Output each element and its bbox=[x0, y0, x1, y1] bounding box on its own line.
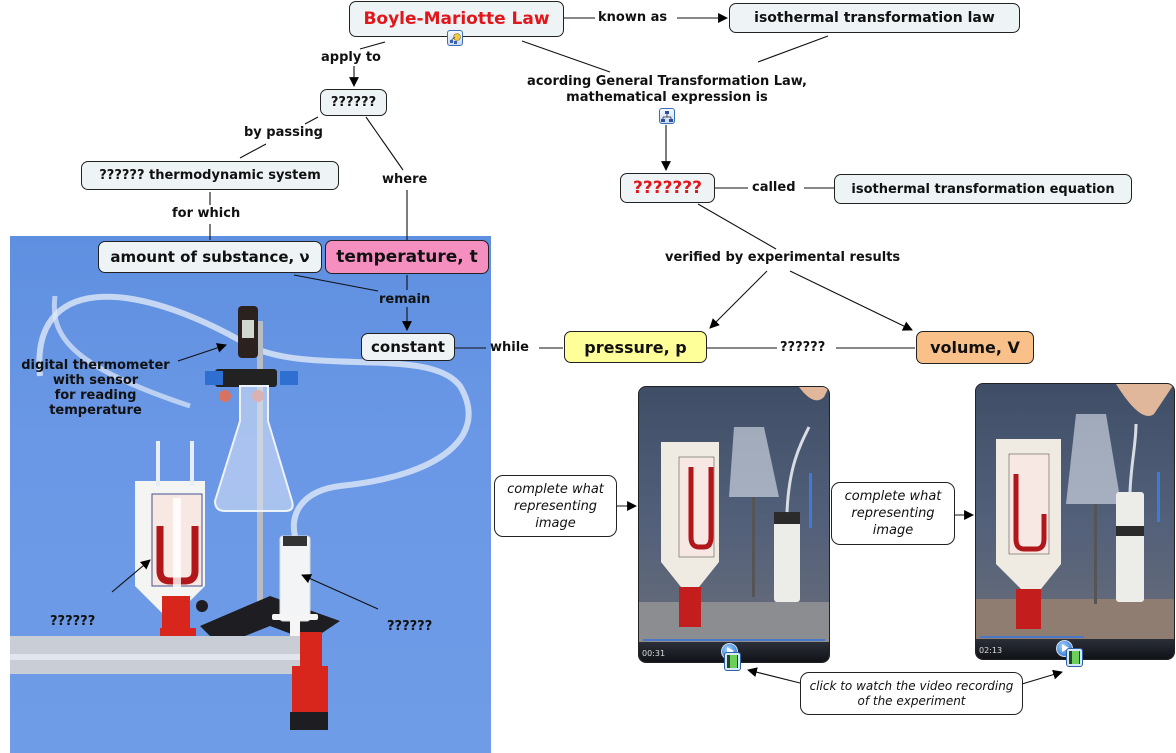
node-label: amount of substance, ν bbox=[110, 248, 310, 266]
note-line: of the experiment bbox=[857, 693, 966, 708]
node-label: volume, V bbox=[930, 338, 1020, 357]
thermometer-annotation: digital thermometer with sensor for read… bbox=[8, 358, 183, 418]
link-known-as: known as bbox=[598, 10, 668, 25]
video-time: 02:13 bbox=[979, 646, 1003, 655]
note-line: complete what bbox=[507, 481, 604, 497]
manometer-unknown-label: ?????? bbox=[50, 614, 96, 629]
node-temperature[interactable]: temperature, t bbox=[325, 240, 489, 274]
link-unknown-relation: ?????? bbox=[780, 340, 826, 355]
note-line: representing bbox=[513, 498, 598, 514]
note-line: complete what bbox=[844, 489, 942, 504]
link-according-line-2: mathematical expression is bbox=[566, 90, 768, 105]
video-progress-bar[interactable] bbox=[643, 639, 825, 641]
link-called: called bbox=[752, 180, 796, 195]
down-arrow-icon bbox=[1157, 472, 1160, 522]
annotation-line: temperature bbox=[49, 403, 142, 418]
link-remain: remain bbox=[379, 292, 431, 307]
node-constant[interactable]: constant bbox=[361, 333, 455, 361]
link-apply-to: apply to bbox=[321, 50, 381, 65]
tube bbox=[36, 293, 472, 537]
node-label: temperature, t bbox=[336, 247, 478, 267]
node-boyle-mariotte-law[interactable]: Boyle-Mariotte Law bbox=[349, 1, 564, 37]
node-label: constant bbox=[371, 338, 445, 356]
annotation-line: for reading bbox=[54, 388, 137, 403]
node-isothermal-transformation-law[interactable]: isothermal transformation law bbox=[729, 3, 1020, 33]
node-label: ?????? thermodynamic system bbox=[99, 168, 321, 183]
node-apply-unknown[interactable]: ?????? bbox=[320, 89, 387, 116]
node-thermodynamic-system[interactable]: ?????? thermodynamic system bbox=[81, 161, 339, 190]
node-label: Boyle-Mariotte Law bbox=[363, 9, 550, 29]
syringe bbox=[279, 535, 311, 622]
up-arrow-icon bbox=[809, 473, 812, 528]
node-label: isothermal transformation law bbox=[754, 10, 995, 26]
video-frame-2 bbox=[976, 384, 1174, 639]
node-amount-of-substance[interactable]: amount of substance, ν bbox=[98, 241, 322, 273]
video-frame-1 bbox=[639, 387, 829, 642]
node-volume[interactable]: volume, V bbox=[916, 331, 1034, 364]
video-thumbnail-2[interactable]: 02:13 bbox=[975, 383, 1175, 660]
node-label: ??????? bbox=[632, 178, 703, 198]
video-progress-bar[interactable] bbox=[980, 636, 1084, 638]
note-line: representing bbox=[851, 506, 935, 521]
link-where: where bbox=[382, 172, 428, 187]
link-for-which: for which bbox=[172, 206, 241, 221]
node-label: pressure, p bbox=[584, 337, 687, 357]
node-mathematical-expression-unknown[interactable]: ??????? bbox=[620, 173, 715, 203]
node-label: ?????? bbox=[330, 95, 377, 110]
film-icon[interactable] bbox=[1066, 648, 1083, 667]
node-label: isothermal transformation equation bbox=[851, 181, 1115, 197]
concept-map-link-icon[interactable] bbox=[447, 30, 463, 46]
node-isothermal-transformation-equation[interactable]: isothermal transformation equation bbox=[834, 174, 1132, 204]
hierarchy-link-icon[interactable] bbox=[659, 108, 675, 124]
note-line: image bbox=[872, 523, 914, 538]
link-according-line-1: acording General Transformation Law, bbox=[527, 74, 807, 89]
video-time: 00:31 bbox=[642, 649, 666, 658]
link-verified: verified by experimental results bbox=[665, 250, 901, 265]
link-while: while bbox=[490, 340, 529, 355]
link-by-passing: by passing bbox=[244, 125, 323, 140]
note-complete-image-2[interactable]: complete what representing image bbox=[831, 482, 955, 545]
note-complete-image-1[interactable]: complete what representing image bbox=[494, 475, 617, 537]
video-thumbnail-1[interactable]: 00:31 bbox=[638, 386, 830, 663]
node-pressure[interactable]: pressure, p bbox=[564, 331, 707, 363]
annotation-line: with sensor bbox=[52, 373, 139, 388]
note-line: image bbox=[535, 515, 576, 531]
note-line: click to watch the video recording bbox=[809, 678, 1014, 693]
note-watch-video[interactable]: click to watch the video recording of th… bbox=[800, 672, 1023, 715]
syringe-unknown-label: ?????? bbox=[387, 619, 433, 634]
apparatus-illustration bbox=[10, 293, 472, 730]
flask bbox=[213, 385, 294, 512]
film-icon[interactable] bbox=[724, 652, 741, 671]
annotation-line: digital thermometer bbox=[21, 358, 170, 373]
apparatus-photo bbox=[10, 236, 491, 753]
link-according: acording General Transformation Law, mat… bbox=[516, 74, 818, 106]
